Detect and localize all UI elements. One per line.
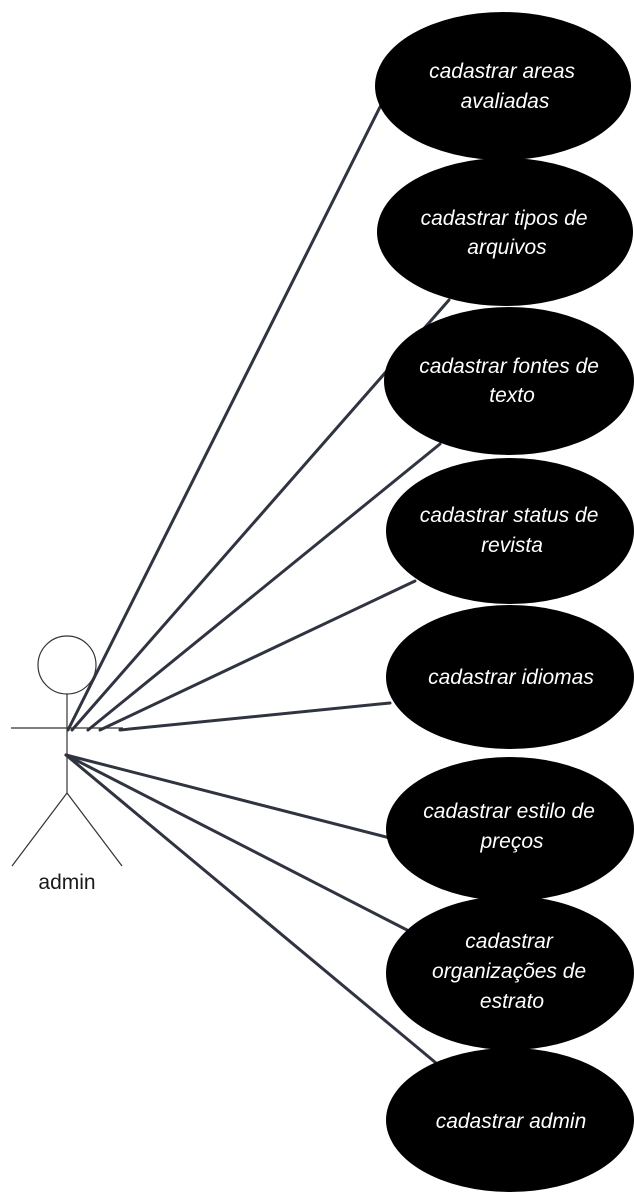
use-case-label: cadastrar organizações de estrato (432, 930, 592, 1013)
use-case-ellipse[interactable]: cadastrar status de revista (386, 458, 634, 604)
association-line (64, 753, 409, 932)
use-case-label-line: cadastrar areas (429, 60, 575, 83)
use-case-label: cadastrar estilo de preços (423, 800, 600, 853)
use-case-shape (386, 896, 634, 1050)
association-line (66, 101, 384, 732)
use-case-label: cadastrar areas avaliadas (429, 60, 581, 113)
use-case-label-line: arquivos (467, 236, 547, 259)
use-case-label-line: revista (481, 534, 543, 557)
use-case-label-line: cadastrar estilo de (423, 800, 595, 823)
actor-head (37, 635, 97, 695)
use-case-shape (384, 307, 634, 455)
use-case-label: cadastrar status de revista (420, 504, 604, 557)
actor-right-leg (66, 792, 123, 867)
use-case-shape (386, 605, 634, 749)
association-line (118, 701, 392, 732)
use-case-label-line: avaliadas (461, 90, 550, 113)
use-case-shape (386, 757, 634, 901)
actor-name: admin (38, 871, 95, 894)
use-case-ellipse[interactable]: cadastrar areas avaliadas (375, 12, 631, 160)
use-case-ellipse[interactable]: cadastrar admin (386, 1048, 634, 1192)
association-line (98, 579, 417, 732)
actor-left-leg (11, 792, 68, 867)
association-line (86, 442, 442, 732)
use-case-label: cadastrar idiomas (428, 666, 594, 689)
use-case-ellipse[interactable]: cadastrar organizações de estrato (386, 896, 634, 1050)
use-case-shape (386, 1048, 634, 1192)
use-case-ellipse[interactable]: cadastrar idiomas (386, 605, 634, 749)
use-case-label-line: cadastrar tipos de (421, 207, 588, 230)
association-line (64, 753, 438, 1065)
use-cases: cadastrar areas avaliadas cadastrar tipo… (375, 12, 634, 1192)
use-case-label-line: cadastrar (465, 930, 554, 953)
use-case-ellipse[interactable]: cadastrar tipos de arquivos (377, 158, 633, 306)
actor-admin[interactable]: admin (11, 635, 123, 894)
use-case-ellipse[interactable]: cadastrar estilo de preços (386, 757, 634, 901)
use-case-shape (386, 458, 634, 604)
use-case-label-line: organizações de (432, 960, 586, 983)
association-line (64, 753, 392, 840)
use-case-ellipse[interactable]: cadastrar fontes de texto (384, 307, 634, 455)
use-case-label: cadastrar fontes de texto (419, 355, 605, 407)
use-case-label-line: texto (489, 384, 535, 407)
use-case-label-line: estrato (480, 990, 545, 1013)
association-lines (64, 101, 451, 1065)
use-case-label-line: cadastrar status de (420, 504, 599, 527)
use-case-label-line: cadastrar fontes de (419, 355, 599, 378)
use-case-label-line: cadastrar idiomas (428, 666, 594, 689)
use-case-shape (375, 12, 631, 160)
use-case-label: cadastrar admin (436, 1110, 587, 1133)
use-case-label-line: cadastrar admin (436, 1110, 587, 1133)
use-case-label: cadastrar tipos de arquivos (421, 207, 594, 259)
use-case-label-line: preços (479, 830, 544, 853)
use-case-shape (377, 158, 633, 306)
